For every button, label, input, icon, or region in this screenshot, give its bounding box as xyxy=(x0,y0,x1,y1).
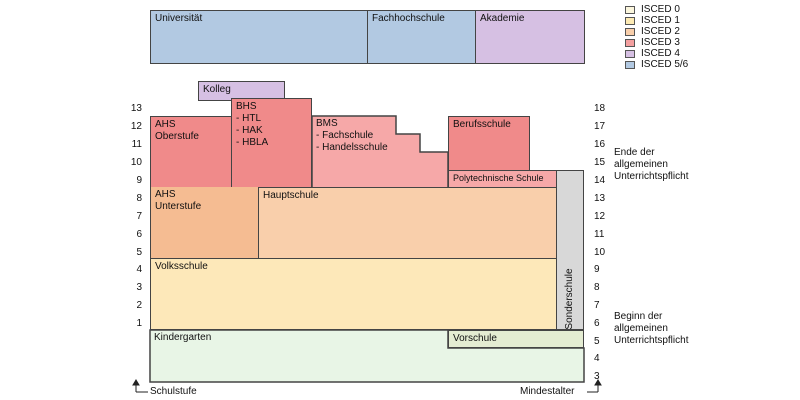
mindestalter-axis-label: Mindestalter xyxy=(520,386,575,397)
legend-item-isced-2: ISCED 2 xyxy=(625,26,688,37)
schulstufe-11: 11 xyxy=(131,139,142,150)
isced-56-swatch xyxy=(625,60,635,69)
bms-label: BMS - Fachschule - Handelsschule xyxy=(316,118,388,153)
mindestalter-11: 11 xyxy=(594,229,605,240)
isced-2-swatch xyxy=(625,27,635,36)
fachhochschule-box: Fachhochschule xyxy=(367,10,477,64)
sonderschule-box xyxy=(556,170,584,330)
mindestalter-18: 18 xyxy=(594,103,606,114)
mindestalter-3: 3 xyxy=(594,371,600,382)
mindestalter-17: 17 xyxy=(594,121,606,132)
mindestalter-12: 12 xyxy=(594,211,606,222)
schulstufe-axis-label: Schulstufe xyxy=(150,386,197,397)
mindestalter-8: 8 xyxy=(594,282,600,293)
schulstufe-5: 5 xyxy=(136,247,142,258)
legend-label: ISCED 0 xyxy=(641,4,680,15)
schulstufe-4: 4 xyxy=(136,264,142,275)
mindestalter-5: 5 xyxy=(594,336,600,347)
akademie-box: Akademie xyxy=(475,10,585,64)
schulstufe-1: 1 xyxy=(136,318,142,329)
schulstufe-7: 7 xyxy=(136,211,142,222)
isced-legend: ISCED 0 ISCED 1 ISCED 2 ISCED 3 ISCED 4 … xyxy=(625,4,688,70)
schulstufe-2: 2 xyxy=(136,300,142,311)
legend-item-isced-0: ISCED 0 xyxy=(625,4,688,15)
schulstufe-12: 12 xyxy=(130,121,142,132)
bhs-box: BHS - HTL - HAK - HBLA xyxy=(231,98,312,188)
legend-item-isced-1: ISCED 1 xyxy=(625,15,688,26)
ende-unterrichtspflicht-note: Ende der allgemeinen Unterrichtspflicht xyxy=(614,147,689,182)
polytechnische-schule-box: Polytechnische Schule xyxy=(448,170,558,188)
isced-3-swatch xyxy=(625,38,635,47)
legend-label: ISCED 4 xyxy=(641,48,680,59)
mindestalter-10: 10 xyxy=(594,247,606,258)
schulstufe-8: 8 xyxy=(136,193,142,204)
beginn-unterrichtspflicht-note: Beginn der allgemeinen Unterrichtspflich… xyxy=(614,311,689,346)
isced-1-swatch xyxy=(625,16,635,25)
legend-label: ISCED 3 xyxy=(641,37,680,48)
mindestalter-13: 13 xyxy=(594,193,606,204)
mindestalter-arrow-icon xyxy=(587,379,602,393)
legend-item-isced-4: ISCED 4 xyxy=(625,48,688,59)
legend-label: ISCED 1 xyxy=(641,15,680,26)
schulstufe-6: 6 xyxy=(136,229,142,240)
legend-item-isced-56: ISCED 5/6 xyxy=(625,59,688,70)
hauptschule-box: Hauptschule xyxy=(258,187,558,260)
isced-0-swatch xyxy=(625,5,635,14)
kindergarten-label: Kindergarten xyxy=(154,332,212,343)
legend-item-isced-3: ISCED 3 xyxy=(625,37,688,48)
mindestalter-9: 9 xyxy=(594,264,600,275)
mindestalter-6: 6 xyxy=(594,318,600,329)
schulstufe-3: 3 xyxy=(136,282,142,293)
mindestalter-16: 16 xyxy=(594,139,606,150)
legend-label: ISCED 5/6 xyxy=(641,59,689,70)
vorschule-box: Vorschule xyxy=(448,330,584,348)
mindestalter-15: 15 xyxy=(594,157,606,168)
legend-label: ISCED 2 xyxy=(641,26,680,37)
mindestalter-14: 14 xyxy=(594,175,606,186)
ahs-oberstufe-box: AHS Oberstufe xyxy=(150,116,233,188)
isced-4-swatch xyxy=(625,49,635,58)
berufsschule-box: Berufsschule xyxy=(448,116,530,172)
volksschule-box: Volksschule xyxy=(150,258,558,330)
schulstufe-13: 13 xyxy=(130,103,142,114)
universitaet-box: Universität xyxy=(150,10,369,64)
mindestalter-4: 4 xyxy=(594,353,600,364)
mindestalter-7: 7 xyxy=(594,300,600,311)
schulstufe-arrow-icon xyxy=(132,379,148,393)
schulstufe-10: 10 xyxy=(130,157,142,168)
schulstufe-9: 9 xyxy=(136,175,142,186)
